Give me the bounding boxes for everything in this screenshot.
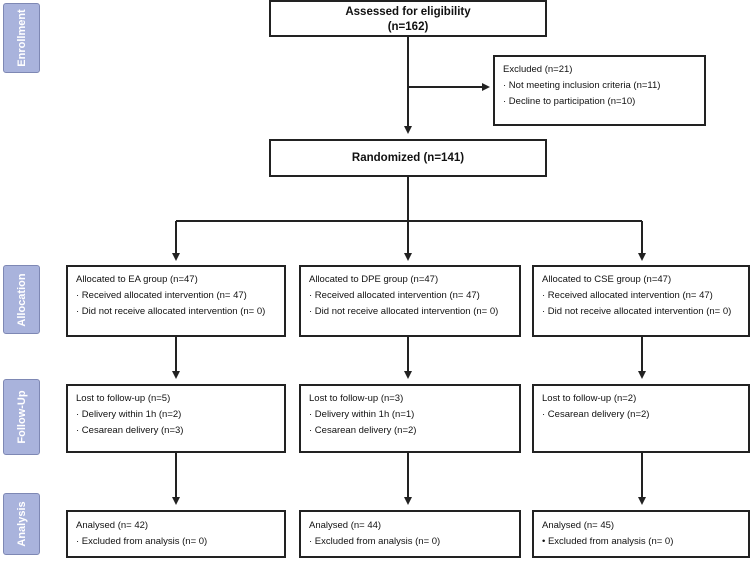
allocation-dpe-title: Allocated to DPE group (n=47)	[309, 274, 439, 285]
stage-allocation: Allocation	[3, 265, 40, 334]
analysis-ea-title: Analysed (n= 42)	[76, 520, 149, 531]
followup-box-ea: Lost to follow-up (n=5) · Delivery withi…	[66, 384, 286, 453]
assessed-title: Assessed for eligibility	[345, 6, 471, 18]
followup-box-dpe: Lost to follow-up (n=3) · Delivery withi…	[299, 384, 521, 453]
excluded-box: Excluded (n=21) · Not meeting inclusion …	[493, 55, 706, 126]
analysis-dpe-item-1: · Excluded from analysis (n= 0)	[309, 536, 441, 547]
stage-enrollment-label: Enrollment	[15, 9, 28, 67]
excluded-item-2: · Decline to participation (n=10)	[503, 96, 636, 107]
allocation-box-cse: Allocated to CSE group (n=47) · Received…	[532, 265, 750, 337]
allocation-cse-item-2: · Did not receive allocated intervention…	[542, 306, 732, 317]
stage-analysis: Analysis	[3, 493, 40, 555]
followup-box-cse: Lost to follow-up (n=2) · Cesarean deliv…	[532, 384, 750, 453]
allocation-box-ea: Allocated to EA group (n=47) · Received …	[66, 265, 286, 337]
allocation-box-dpe: Allocated to DPE group (n=47) · Received…	[299, 265, 521, 337]
analysis-cse-title: Analysed (n= 45)	[542, 520, 615, 531]
followup-ea-item-2: · Cesarean delivery (n=3)	[76, 425, 184, 436]
followup-dpe-item-1: · Delivery within 1h (n=1)	[309, 409, 415, 420]
allocation-dpe-item-1: · Received allocated intervention (n= 47…	[309, 290, 480, 301]
analysis-cse-item-1: • Excluded from analysis (n= 0)	[542, 536, 674, 547]
allocation-ea-item-1: · Received allocated intervention (n= 47…	[76, 290, 247, 301]
excluded-item-1: · Not meeting inclusion criteria (n=11)	[503, 80, 661, 91]
allocation-dpe-item-2: · Did not receive allocated intervention…	[309, 306, 499, 317]
allocation-ea-item-2: · Did not receive allocated intervention…	[76, 306, 266, 317]
randomized-title: Randomized (n=141)	[351, 152, 465, 164]
allocation-cse-title: Allocated to CSE group (n=47)	[542, 274, 672, 285]
followup-cse-title: Lost to follow-up (n=2)	[542, 393, 637, 404]
followup-ea-item-1: · Delivery within 1h (n=2)	[76, 409, 182, 420]
followup-dpe-title: Lost to follow-up (n=3)	[309, 393, 404, 404]
analysis-box-dpe: Analysed (n= 44) · Excluded from analysi…	[299, 510, 521, 558]
excluded-title: Excluded (n=21)	[503, 64, 573, 75]
randomized-box: Randomized (n=141)	[269, 139, 547, 177]
analysis-box-cse: Analysed (n= 45) • Excluded from analysi…	[532, 510, 750, 558]
stage-followup: Follow-Up	[3, 379, 40, 455]
stage-followup-label: Follow-Up	[15, 390, 28, 444]
analysis-box-ea: Analysed (n= 42) · Excluded from analysi…	[66, 510, 286, 558]
followup-ea-title: Lost to follow-up (n=5)	[76, 393, 171, 404]
stage-enrollment: Enrollment	[3, 3, 40, 73]
analysis-dpe-title: Analysed (n= 44)	[309, 520, 382, 531]
assessed-count: (n=162)	[387, 21, 429, 33]
followup-cse-item-1: · Cesarean delivery (n=2)	[542, 409, 650, 420]
stage-allocation-label: Allocation	[15, 272, 28, 327]
analysis-ea-item-1: · Excluded from analysis (n= 0)	[76, 536, 208, 547]
stage-analysis-label: Analysis	[15, 501, 28, 547]
allocation-ea-title: Allocated to EA group (n=47)	[76, 274, 198, 285]
followup-dpe-item-2: · Cesarean delivery (n=2)	[309, 425, 417, 436]
allocation-cse-item-1: · Received allocated intervention (n= 47…	[542, 290, 713, 301]
assessed-box: Assessed for eligibility (n=162)	[269, 0, 547, 37]
